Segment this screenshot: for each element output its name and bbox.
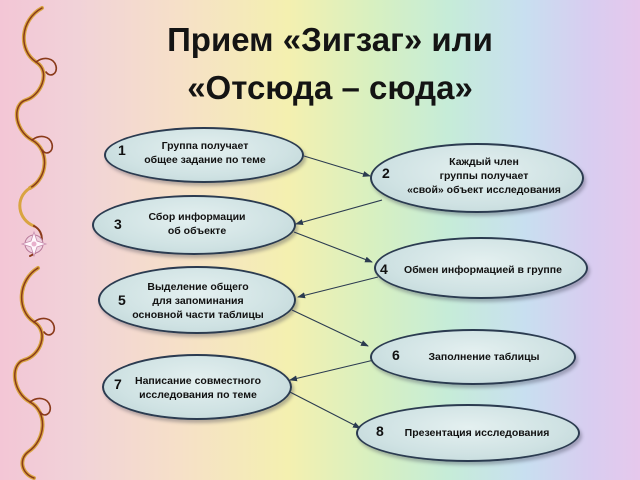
step-5-text-line-2: для запоминания <box>116 294 280 308</box>
step-1-number: 1 <box>118 142 126 158</box>
step-1-text-line-1: Группа получает <box>126 139 284 153</box>
step-8-text: Презентация исследования <box>388 426 566 440</box>
step-7-text-line-1: Написание совместного <box>118 374 278 388</box>
arrow-3-to-4 <box>294 232 372 262</box>
step-7-text-line-2: исследования по теме <box>118 388 278 402</box>
step-4-number: 4 <box>380 261 388 277</box>
step-5-text-line-3: основной части таблицы <box>116 308 280 322</box>
step-7-text: Написание совместного исследования по те… <box>118 374 278 402</box>
step-6-number: 6 <box>392 347 400 363</box>
arrow-5-to-6 <box>292 310 368 346</box>
step-5-text-line-1: Выделение общего <box>116 280 280 294</box>
arrow-7-to-8 <box>286 390 360 428</box>
step-1-text: Группа получает общее задание по теме <box>126 139 284 167</box>
step-8-number: 8 <box>376 423 384 439</box>
step-3-text-line-2: об объекте <box>122 224 272 238</box>
step-2-text-line-2: группы получает <box>386 169 582 183</box>
step-2-text-line-3: «свой» объект исследования <box>386 183 582 197</box>
step-1-text-line-2: общее задание по теме <box>126 153 284 167</box>
step-3-text-line-1: Сбор информации <box>122 210 272 224</box>
step-3-number: 3 <box>114 216 122 232</box>
step-4-text: Обмен информацией в группе <box>388 263 578 277</box>
step-2-text: Каждый член группы получает «свой» объек… <box>386 155 582 197</box>
step-5-text: Выделение общего для запоминания основно… <box>116 280 280 322</box>
arrow-4-to-5 <box>298 277 378 297</box>
arrow-1-to-2 <box>304 156 370 176</box>
step-2-text-line-1: Каждый член <box>386 155 582 169</box>
arrow-2-to-3 <box>296 200 382 224</box>
arrow-6-to-7 <box>290 360 374 380</box>
step-6-text: Заполнение таблицы <box>414 350 554 364</box>
step-3-text: Сбор информации об объекте <box>122 210 272 238</box>
